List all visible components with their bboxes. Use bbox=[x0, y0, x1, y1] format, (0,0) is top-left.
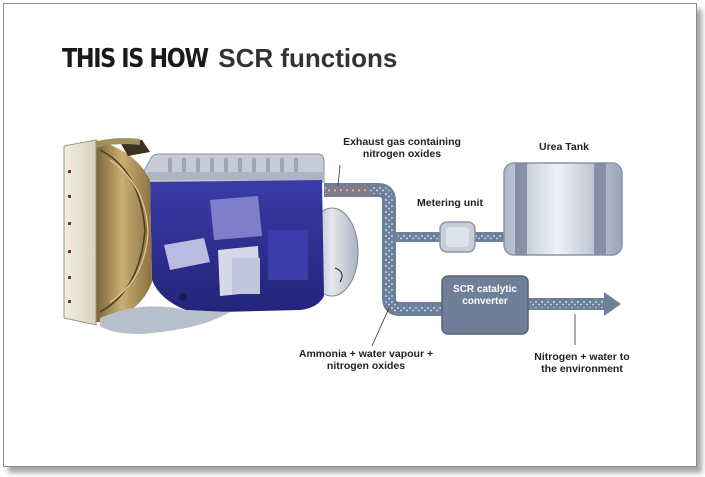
ammonia-callout-line bbox=[371, 307, 390, 347]
scr-converter-label: SCR catalytic converter bbox=[453, 284, 517, 307]
exhaust-pipe bbox=[324, 183, 442, 316]
outlet-pipe-arrow bbox=[528, 292, 621, 316]
exhaust-callout-line bbox=[337, 164, 341, 187]
nitrogen-label: Nitrogen + water to the environment bbox=[534, 351, 630, 375]
exhaust-gas-label: Exhaust gas containing nitrogen oxides bbox=[343, 136, 461, 160]
urea-supply-pipe bbox=[396, 232, 504, 242]
metering-unit-label: Metering unit bbox=[417, 197, 483, 209]
ammonia-label: Ammonia + water vapour + nitrogen oxides bbox=[298, 348, 434, 372]
urea-tank-label: Urea Tank bbox=[539, 141, 589, 153]
title-light-part: SCR functions bbox=[218, 43, 398, 73]
engine bbox=[63, 138, 359, 334]
metering-unit bbox=[439, 221, 476, 253]
urea-tank bbox=[503, 162, 623, 256]
title-bold-part: THIS IS HOW bbox=[62, 44, 209, 74]
diagram-title: THIS IS HOW SCR functions bbox=[62, 40, 397, 72]
scr-catalytic-converter bbox=[441, 275, 529, 335]
